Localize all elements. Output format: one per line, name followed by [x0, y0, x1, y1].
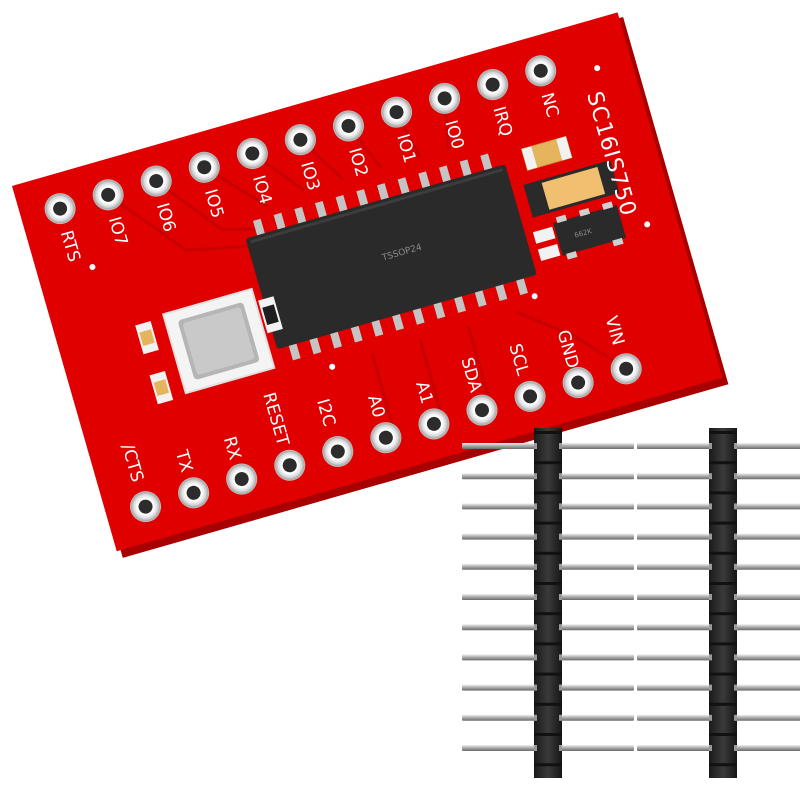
- through-hole-pad: [562, 367, 594, 399]
- through-hole-pad: [514, 380, 546, 412]
- male-pin-header: [637, 428, 800, 778]
- through-hole-pad: [381, 96, 413, 128]
- ic-lead: [438, 165, 452, 185]
- smd-resistor: [258, 296, 283, 334]
- ic-lead: [397, 177, 411, 197]
- ic-lead: [294, 206, 307, 227]
- through-hole-pad: [140, 165, 172, 197]
- through-hole-pad: [322, 435, 354, 467]
- ic-lead: [480, 153, 493, 174]
- ic-lead: [370, 317, 384, 337]
- through-hole-pad: [610, 353, 642, 385]
- ic-lead: [287, 340, 301, 361]
- ic-lead: [349, 323, 363, 343]
- ic-lead: [459, 159, 473, 179]
- silkscreen-dot: [644, 221, 651, 228]
- silkscreen-dot: [594, 65, 601, 72]
- ic-lead: [329, 328, 342, 349]
- ic-lead: [391, 311, 404, 331]
- ic-lead: [252, 218, 266, 239]
- through-hole-pad: [236, 137, 268, 169]
- header-plastic-strip: [534, 428, 562, 778]
- ic-lead: [453, 293, 466, 313]
- voltage-regulator: 662K: [532, 201, 627, 262]
- ic-lead: [411, 305, 425, 325]
- through-hole-pad: [466, 394, 498, 426]
- through-hole-pad: [226, 463, 258, 495]
- crystal-oscillator: [161, 287, 276, 395]
- tantalum-capacitor: [523, 160, 620, 218]
- smd-capacitor: [135, 321, 159, 355]
- header-plastic-strip: [709, 428, 737, 778]
- through-hole-pad: [429, 82, 461, 114]
- smd-capacitor: [149, 371, 174, 405]
- silkscreen-dot: [329, 363, 336, 370]
- uart-bridge-ic: TSSOP24: [246, 153, 537, 361]
- through-hole-pad: [92, 179, 124, 211]
- silkscreen-dot: [89, 263, 96, 270]
- male-pin-header: [462, 428, 634, 778]
- ic-lead: [308, 334, 322, 355]
- through-hole-pad: [525, 55, 557, 87]
- ic-lead: [515, 275, 528, 296]
- ic-lead: [432, 299, 446, 319]
- through-hole-pad: [274, 449, 306, 481]
- through-hole-pad: [130, 491, 162, 523]
- through-hole-pad: [370, 422, 402, 454]
- ic-lead: [273, 212, 287, 233]
- ic-lead: [494, 281, 508, 302]
- ic-lead: [314, 200, 328, 221]
- through-hole-pad: [178, 477, 210, 509]
- ic-body: [246, 164, 537, 349]
- through-hole-pad: [418, 408, 450, 440]
- breakout-board: TSSOP24: [12, 12, 729, 558]
- through-hole-pad: [44, 193, 76, 225]
- ic-lead: [356, 189, 369, 209]
- ic-lead: [376, 183, 390, 203]
- through-hole-pad: [188, 151, 220, 183]
- silkscreen-dot: [531, 293, 538, 300]
- through-hole-pad: [284, 124, 316, 156]
- through-hole-pad: [477, 69, 509, 101]
- ic-lead: [418, 171, 431, 191]
- pin-headers: [462, 428, 800, 778]
- through-hole-pad: [332, 110, 364, 142]
- ic-lead: [335, 195, 349, 215]
- ic-lead: [473, 287, 487, 307]
- smd-capacitor: [520, 135, 573, 171]
